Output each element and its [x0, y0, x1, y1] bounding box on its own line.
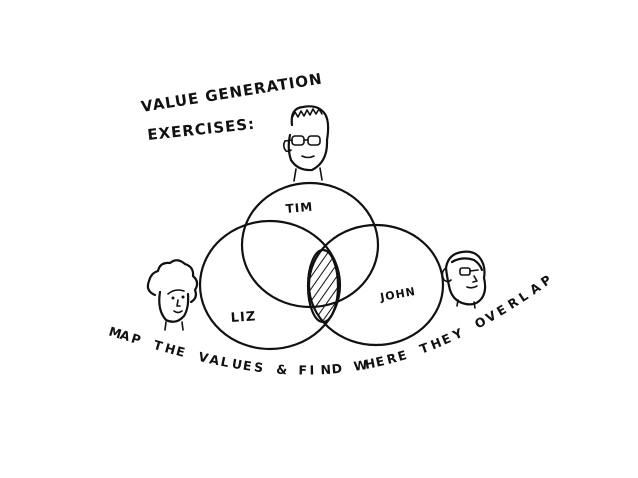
john-face-icon — [441, 250, 487, 309]
liz-face-icon — [146, 259, 199, 331]
tim-face-icon — [282, 105, 330, 182]
title-line-2: EXERCISES: — [147, 115, 256, 144]
john-circle — [307, 223, 445, 347]
tim-circle — [240, 181, 380, 309]
liz-label: LIZ — [230, 309, 257, 326]
tim-label: TIM — [285, 200, 314, 216]
john-label: JOHN — [378, 285, 417, 304]
liz-circle — [198, 219, 342, 351]
